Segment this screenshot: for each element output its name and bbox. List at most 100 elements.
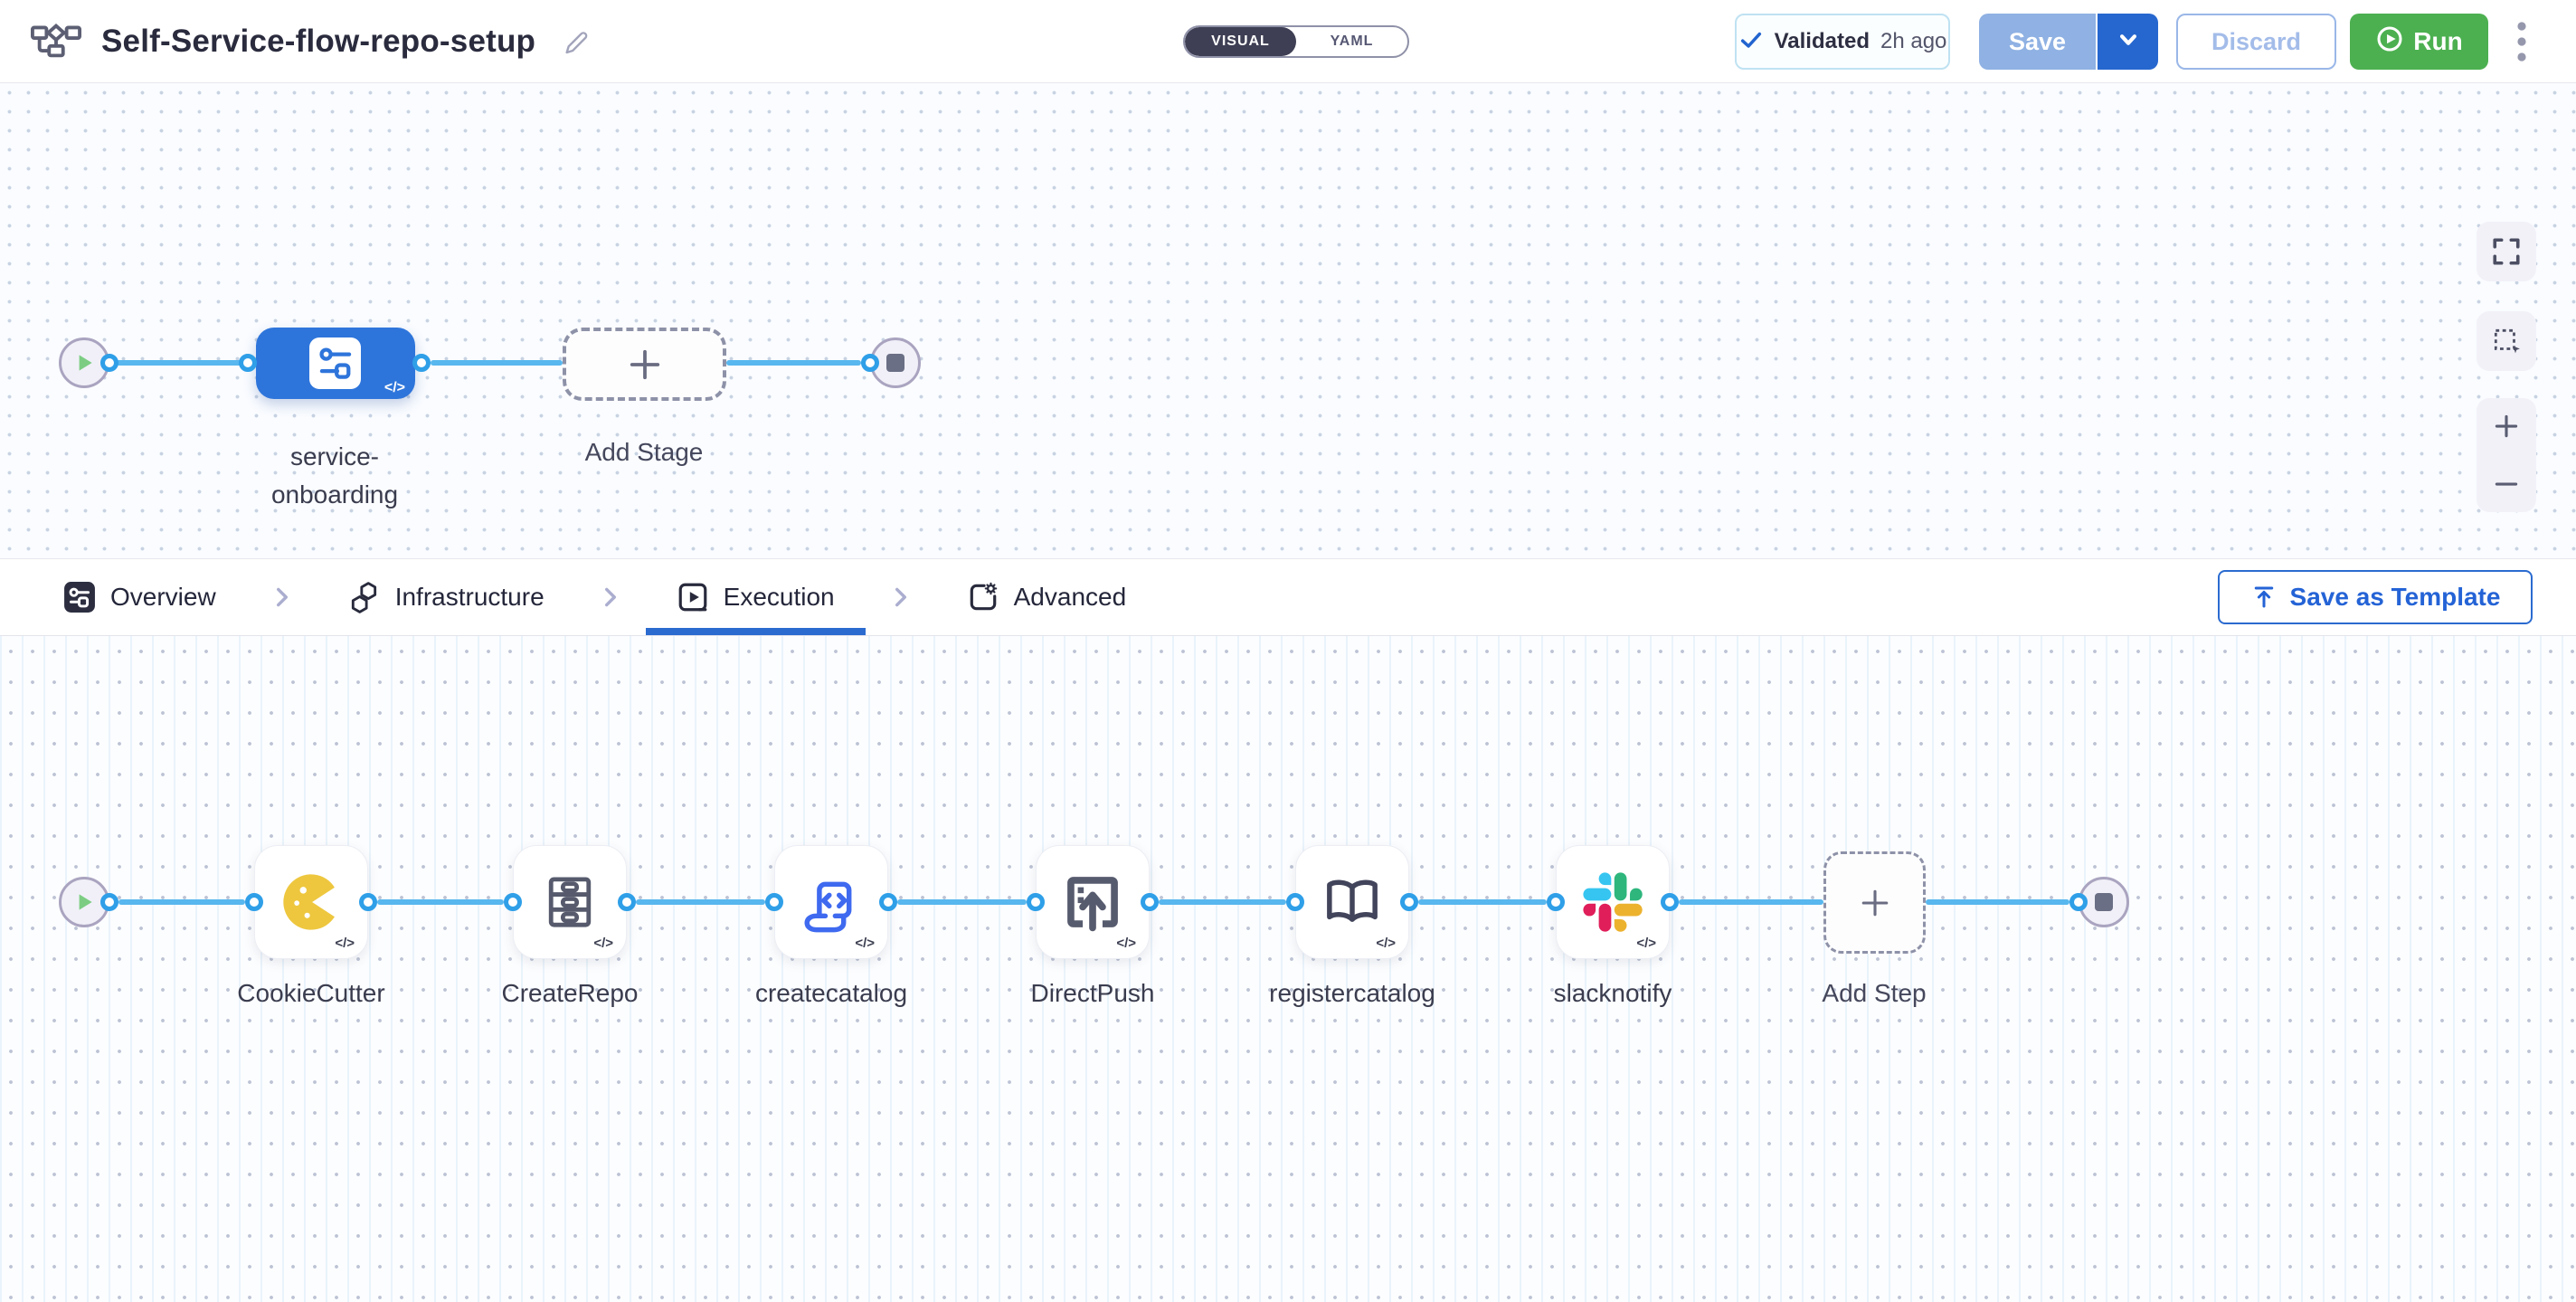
stage-canvas[interactable]: </> service- onboarding Add Stage xyxy=(0,83,2576,558)
marquee-icon xyxy=(2494,328,2520,354)
validated-badge[interactable]: Validated 2h ago xyxy=(1735,14,1950,70)
connector-port[interactable] xyxy=(100,354,118,372)
header-bar: Self-Service-flow-repo-setup VISUAL YAML… xyxy=(0,0,2576,83)
connector-port[interactable] xyxy=(618,893,636,911)
save-split-button: Save xyxy=(1979,14,2158,70)
connector-port[interactable] xyxy=(359,893,377,911)
connector-port[interactable] xyxy=(1661,893,1679,911)
toggle-yaml[interactable]: YAML xyxy=(1330,33,1374,49)
pipeline-title: Self-Service-flow-repo-setup xyxy=(101,24,536,59)
connector-port[interactable] xyxy=(1400,893,1418,911)
connector-port[interactable] xyxy=(504,893,522,911)
visual-yaml-toggle[interactable]: VISUAL YAML xyxy=(1183,25,1409,58)
add-step-button[interactable] xyxy=(1823,851,1926,954)
advanced-icon xyxy=(970,582,997,611)
marquee-select-button[interactable] xyxy=(2477,311,2536,371)
execution-canvas[interactable]: </> </> </> </ xyxy=(0,636,2576,1302)
step-node-directpush[interactable]: </> xyxy=(1036,845,1150,959)
edit-title-icon[interactable] xyxy=(561,27,590,56)
step-code-badge[interactable]: </> xyxy=(593,936,613,951)
discard-button[interactable]: Discard xyxy=(2176,14,2336,70)
step-node-createrepo[interactable]: </> xyxy=(513,845,627,959)
tab-execution[interactable]: Execution xyxy=(645,559,866,635)
wire xyxy=(116,360,242,366)
run-play-icon xyxy=(2375,24,2404,60)
more-options-button[interactable] xyxy=(2504,13,2540,71)
step-code-badge[interactable]: </> xyxy=(1636,936,1656,951)
add-stage-label[interactable]: Add Stage xyxy=(584,438,704,466)
step-label[interactable]: slacknotify xyxy=(1553,979,1672,1007)
connector-port[interactable] xyxy=(412,354,431,372)
chevron-right-icon xyxy=(597,584,624,611)
step-node-cookiecutter[interactable]: </> xyxy=(254,845,368,959)
zoom-controls xyxy=(2477,398,2536,512)
zoom-in-button[interactable] xyxy=(2493,413,2520,440)
stage-code-badge[interactable]: </> xyxy=(384,380,405,395)
wire xyxy=(636,899,765,905)
cookiecutter-icon xyxy=(283,874,335,930)
connector-port[interactable] xyxy=(861,354,879,372)
step-label[interactable]: registercatalog xyxy=(1269,979,1435,1007)
stop-icon xyxy=(2095,893,2113,911)
save-options-button[interactable] xyxy=(2098,14,2158,70)
connector-port[interactable] xyxy=(879,893,897,911)
pipeline-flow-icon xyxy=(31,19,81,65)
connector-port[interactable] xyxy=(1141,893,1159,911)
createrepo-icon xyxy=(548,877,592,927)
step-code-badge[interactable]: </> xyxy=(1116,936,1136,951)
save-button[interactable]: Save xyxy=(1979,14,2096,70)
step-node-createcatalog[interactable]: </> xyxy=(774,845,888,959)
validated-time: 2h ago xyxy=(1880,29,1947,53)
overview-icon xyxy=(64,582,95,613)
fullscreen-button[interactable] xyxy=(2477,222,2536,281)
connector-port[interactable] xyxy=(765,893,783,911)
stage-label[interactable]: service- onboarding xyxy=(270,442,399,508)
step-code-badge[interactable]: </> xyxy=(1376,936,1396,951)
stage-tabbar: Overview Infrastructure Execution xyxy=(0,558,2576,636)
run-button[interactable]: Run xyxy=(2350,14,2488,70)
tab-label: Infrastructure xyxy=(394,583,545,611)
step-label[interactable]: createcatalog xyxy=(754,979,908,1007)
add-step-label[interactable]: Add Step xyxy=(1822,979,1927,1007)
step-code-badge[interactable]: </> xyxy=(335,936,355,951)
wire xyxy=(897,899,1027,905)
step-label[interactable]: CreateRepo xyxy=(501,979,639,1007)
directpush-icon xyxy=(1067,877,1118,932)
check-icon xyxy=(1738,27,1764,57)
save-as-template-button[interactable]: Save as Template xyxy=(2218,570,2533,624)
wire xyxy=(377,899,504,905)
connector-port[interactable] xyxy=(1027,893,1045,911)
step-code-badge[interactable]: </> xyxy=(855,936,875,951)
tab-overview[interactable]: Overview xyxy=(58,559,222,635)
add-stage-button[interactable] xyxy=(563,328,726,401)
validated-label: Validated xyxy=(1774,29,1870,53)
connector-port[interactable] xyxy=(1286,893,1304,911)
step-node-registercatalog[interactable]: </> xyxy=(1295,845,1409,959)
toggle-visual[interactable]: VISUAL xyxy=(1185,27,1296,56)
wire xyxy=(1926,899,2069,905)
connector-port[interactable] xyxy=(245,893,263,911)
step-label[interactable]: DirectPush xyxy=(1030,979,1155,1007)
connector-port[interactable] xyxy=(1547,893,1565,911)
step-label[interactable]: CookieCutter xyxy=(237,979,385,1007)
play-icon xyxy=(79,894,92,910)
chevron-right-icon xyxy=(269,584,296,611)
plus-icon xyxy=(1861,889,1888,916)
stop-icon xyxy=(886,354,904,372)
stage-node-service-onboarding[interactable]: </> xyxy=(256,328,415,399)
wire xyxy=(118,899,245,905)
zoom-out-button[interactable] xyxy=(2493,470,2520,498)
tab-advanced[interactable]: Advanced xyxy=(961,559,1132,635)
tab-label: Overview xyxy=(110,583,216,611)
step-node-slacknotify[interactable]: </> xyxy=(1556,845,1670,959)
infrastructure-icon xyxy=(351,582,376,613)
connector-port[interactable] xyxy=(239,354,257,372)
tab-infrastructure[interactable]: Infrastructure xyxy=(343,559,550,635)
wire xyxy=(1159,899,1286,905)
connector-port[interactable] xyxy=(2069,893,2088,911)
chevron-down-icon xyxy=(2115,26,2142,58)
registercatalog-icon xyxy=(1327,879,1378,922)
execution-icon xyxy=(678,583,707,612)
play-icon xyxy=(79,355,92,371)
connector-port[interactable] xyxy=(100,893,118,911)
